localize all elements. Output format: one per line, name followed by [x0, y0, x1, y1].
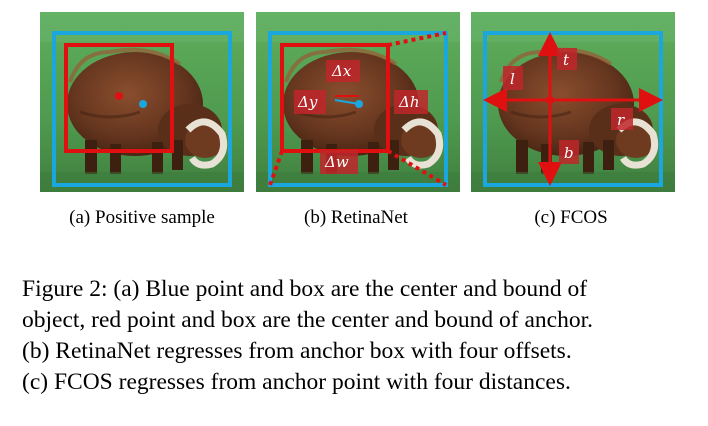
- panel-a-image: [40, 12, 244, 192]
- label-dh: Δh: [398, 93, 420, 111]
- label-dw: Δw: [324, 153, 349, 171]
- panel-b-image: Δx Δy Δh Δw: [256, 12, 460, 192]
- caption-line: object, red point and box are the center…: [22, 307, 593, 333]
- caption-line: (c) FCOS regresses from anchor point wit…: [22, 369, 571, 395]
- object-center-point: [355, 100, 363, 108]
- object-center-point: [139, 100, 147, 108]
- subcaption-c: (c) FCOS: [534, 207, 608, 228]
- label-l: l: [510, 70, 515, 88]
- object-box: [268, 31, 448, 187]
- subcaption-a: (a) Positive sample: [69, 207, 215, 228]
- panel-positive-sample: [40, 12, 244, 192]
- object-box: [52, 31, 232, 187]
- offset-line-bottom: [386, 149, 448, 187]
- panel-c-image: t l r b: [471, 12, 675, 192]
- anchor-box: [64, 43, 174, 153]
- subcaption-b: (b) RetinaNet: [304, 207, 408, 228]
- offset-line-left: [268, 150, 284, 186]
- label-b: b: [564, 144, 574, 162]
- offset-line-top: [387, 31, 447, 47]
- anchor-center-point: [115, 92, 123, 100]
- anchor-point: [546, 96, 554, 104]
- label-dy: Δy: [297, 93, 318, 111]
- panel-retinanet: Δx Δy Δh Δw: [256, 12, 460, 192]
- label-t: t: [563, 51, 570, 69]
- panel-fcos: t l r b: [471, 12, 675, 192]
- center-offset-line: [334, 99, 360, 105]
- figure-caption: Figure 2: (a) Blue point and box are the…: [22, 274, 694, 398]
- label-dx: Δx: [331, 62, 352, 80]
- caption-line: (b) RetinaNet regresses from anchor box …: [22, 338, 572, 364]
- caption-line: Figure 2: (a) Blue point and box are the…: [22, 276, 588, 302]
- label-r: r: [617, 111, 625, 129]
